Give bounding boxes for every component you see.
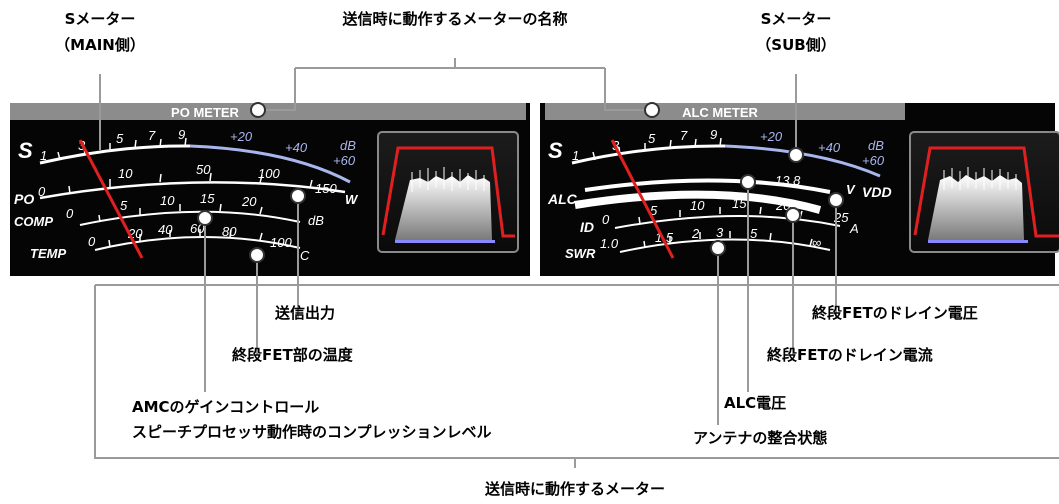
temp-scale-0: 0 bbox=[88, 234, 96, 249]
s-plus40: +40 bbox=[285, 140, 308, 155]
s-db-left: dB bbox=[340, 138, 356, 153]
temp-scale-40: 40 bbox=[158, 222, 173, 237]
s-arc-left bbox=[39, 144, 191, 165]
s-scale-1: 1 bbox=[40, 148, 47, 163]
comp-scale-0: 0 bbox=[66, 206, 74, 221]
swr-scale-3: 3 bbox=[716, 225, 724, 240]
po-scale-150: 150 bbox=[315, 181, 337, 196]
rs-scale-9: 9 bbox=[710, 127, 717, 142]
comp-scale-10: 10 bbox=[160, 193, 175, 208]
comp-scale-5: 5 bbox=[120, 198, 128, 213]
vdd-unit: V bbox=[846, 182, 856, 197]
callout-final-fet-vdd: 終段FETのドレイン電圧 bbox=[812, 304, 978, 322]
vdd-arc bbox=[584, 178, 831, 194]
comp-scale-15: 15 bbox=[200, 191, 215, 206]
temp-scale-100: 100 bbox=[270, 235, 292, 250]
callout-amc-gain: AMCのゲインコントロール bbox=[132, 398, 319, 416]
s-plus-arc-right bbox=[724, 144, 881, 178]
comp-arc bbox=[79, 210, 301, 226]
callout-final-fet-id: 終段FETのドレイン電流 bbox=[767, 346, 933, 364]
swr-scale-1-0: 1.0 bbox=[600, 236, 619, 251]
po-scale-50: 50 bbox=[196, 162, 211, 177]
callout-antenna-match: アンテナの整合状態 bbox=[693, 429, 827, 447]
s-label-left: S bbox=[18, 138, 33, 163]
swr-arc bbox=[619, 238, 831, 253]
po-scale-10: 10 bbox=[118, 166, 133, 181]
rs-plus40: +40 bbox=[818, 140, 841, 155]
alc-label: ALC bbox=[547, 191, 578, 207]
s-plus60: +60 bbox=[333, 153, 356, 168]
rs-plus60: +60 bbox=[862, 153, 885, 168]
vdd-value: 13.8 bbox=[775, 173, 801, 188]
callout-amc-gain-2: スピーチプロセッサ動作時のコンプレッションレベル bbox=[132, 423, 492, 441]
left-ticks bbox=[57, 137, 313, 248]
right-ticks bbox=[592, 137, 813, 249]
right-header-bar bbox=[545, 103, 905, 120]
swr-scale-inf: ∞ bbox=[812, 235, 821, 250]
callout-final-fet-temp: 終段FET部の温度 bbox=[232, 346, 354, 364]
temp-label: TEMP bbox=[30, 246, 66, 261]
comp-scale-20: 20 bbox=[241, 194, 257, 209]
comp-unit: dB bbox=[308, 213, 324, 228]
s-plus20: +20 bbox=[230, 129, 253, 144]
leader-lines bbox=[94, 58, 1059, 468]
alc-arc bbox=[574, 190, 822, 214]
po-meter-name: PO METER bbox=[171, 105, 240, 120]
callout-tx-meter-name: 送信時に動作するメーターの名称 bbox=[341, 10, 567, 28]
right-scope bbox=[909, 131, 1059, 253]
left-scope bbox=[377, 131, 519, 253]
swr-label: SWR bbox=[565, 246, 596, 261]
id-scale-5: 5 bbox=[650, 203, 658, 218]
swr-scale-2: 2 bbox=[691, 226, 700, 241]
s-plus-arc-left bbox=[189, 144, 351, 184]
temp-scale-80: 80 bbox=[222, 224, 237, 239]
callout-s-meter-main: Sメーター bbox=[65, 10, 136, 28]
id-label: ID bbox=[580, 219, 594, 235]
callout-s-meter-sub: Sメーター bbox=[761, 10, 832, 28]
left-needle bbox=[78, 139, 144, 259]
left-header-bar bbox=[10, 103, 526, 120]
id-unit: A bbox=[849, 221, 859, 236]
id-scale-15: 15 bbox=[732, 196, 747, 211]
vdd-label: VDD bbox=[862, 184, 892, 200]
temp-arc bbox=[94, 235, 301, 251]
s-label-right: S bbox=[548, 138, 563, 163]
id-arc bbox=[614, 215, 841, 229]
callout-s-meter-main-sub: （MAIN側） bbox=[55, 36, 145, 54]
callout-s-meter-sub-sub: （SUB側） bbox=[756, 36, 835, 54]
callout-alc-voltage: ALC電圧 bbox=[724, 394, 786, 412]
right-needle bbox=[610, 139, 675, 259]
rs-db: dB bbox=[868, 138, 884, 153]
s-arc-right bbox=[571, 144, 726, 165]
id-scale-0: 0 bbox=[602, 212, 610, 227]
rs-scale-1: 1 bbox=[572, 148, 579, 163]
temp-unit: C bbox=[300, 248, 310, 263]
callout-tx-meters: 送信時に動作するメーター bbox=[484, 480, 665, 498]
pointer-dots bbox=[197, 102, 844, 263]
po-scale-100: 100 bbox=[258, 166, 280, 181]
id-scale-10: 10 bbox=[690, 198, 705, 213]
swr-scale-5: 5 bbox=[750, 226, 758, 241]
po-arc bbox=[39, 181, 346, 200]
rs-scale-7: 7 bbox=[680, 128, 688, 143]
po-label: PO bbox=[14, 191, 34, 207]
callout-tx-power: 送信出力 bbox=[274, 304, 335, 322]
id-scale-20: 20 bbox=[775, 198, 791, 213]
rs-plus20: +20 bbox=[760, 129, 783, 144]
po-scale-0: 0 bbox=[38, 184, 46, 199]
s-scale-7: 7 bbox=[148, 128, 156, 143]
comp-label: COMP bbox=[14, 214, 53, 229]
s-scale-9: 9 bbox=[178, 127, 185, 142]
id-scale-25: 25 bbox=[833, 210, 849, 225]
right-meter-face: S 1 3 5 7 9 +20 +40 dB +60 13.8 V VDD AL… bbox=[547, 127, 892, 261]
left-meter-face: S 1 3 5 7 9 +20 +40 dB +60 PO 0 10 50 10… bbox=[14, 127, 359, 263]
alc-meter-name: ALC METER bbox=[682, 105, 758, 120]
rs-scale-5: 5 bbox=[648, 131, 656, 146]
po-unit: W bbox=[345, 192, 359, 207]
s-scale-5: 5 bbox=[116, 131, 124, 146]
